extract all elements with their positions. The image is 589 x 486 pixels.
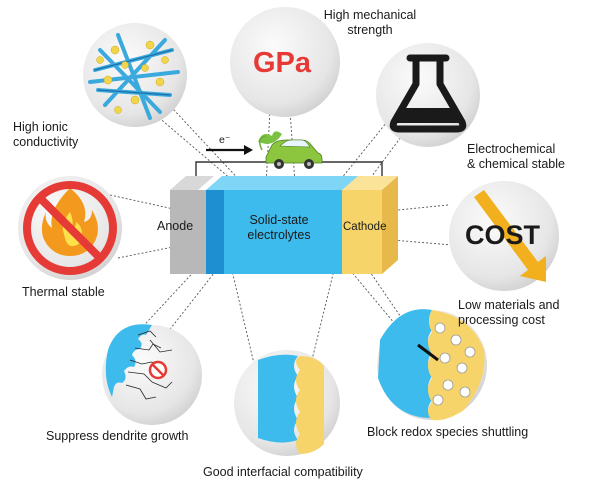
- interfacial-label: Good interfacial compatibility: [203, 465, 363, 479]
- mechanical-strength-label: High mechanical strength: [310, 8, 430, 38]
- electrochemical-line1: Electrochemical: [467, 142, 556, 156]
- gpa-badge-text: GPa: [253, 47, 312, 79]
- flask-icon: [376, 43, 480, 147]
- electrochemical-label: Electrochemical & chemical stable: [467, 142, 565, 172]
- ionic-line1: High ionic: [13, 120, 68, 134]
- cost-down-arrow-icon: [449, 181, 559, 291]
- electrolyte-label-line2: electrolytes: [247, 228, 311, 242]
- shuttle-block-icon: [377, 309, 487, 421]
- electrolyte-label-line1: Solid-state: [249, 213, 309, 227]
- battery-cell: [170, 176, 398, 274]
- electrochemical-line2: & chemical stable: [467, 157, 565, 171]
- mechanical-line1: High mechanical: [323, 8, 417, 22]
- ionic-conductivity-label: High ionic conductivity: [13, 120, 78, 150]
- cost-badge-text: COST: [465, 220, 541, 250]
- redox-label: Block redox species shuttling: [367, 425, 529, 439]
- nanowire-network-icon: [83, 23, 187, 127]
- electrolyte-label: Solid-state electrolytes: [236, 213, 322, 243]
- electron-arrow: [206, 145, 253, 155]
- thermal-stable-label: Thermal stable: [22, 285, 105, 299]
- anode-label: Anode: [157, 219, 194, 233]
- mechanical-line2: strength: [347, 23, 393, 37]
- circuit-wire: [195, 161, 383, 178]
- interface-icon: [234, 350, 340, 456]
- dendrite-block-icon: [102, 324, 202, 425]
- cathode-label: Cathode: [343, 221, 387, 233]
- cost-line2: processing cost: [458, 313, 545, 327]
- no-fire-icon: [18, 176, 122, 280]
- gpa-badge-icon: [230, 7, 340, 117]
- ionic-line2: conductivity: [13, 135, 79, 149]
- electric-car-icon: [258, 131, 323, 169]
- electron-label: e⁻: [219, 134, 231, 146]
- dendrite-label: Suppress dendrite growth: [46, 429, 189, 443]
- cost-line1: Low materials and: [458, 298, 560, 312]
- low-cost-label: Low materials and processing cost: [458, 298, 559, 328]
